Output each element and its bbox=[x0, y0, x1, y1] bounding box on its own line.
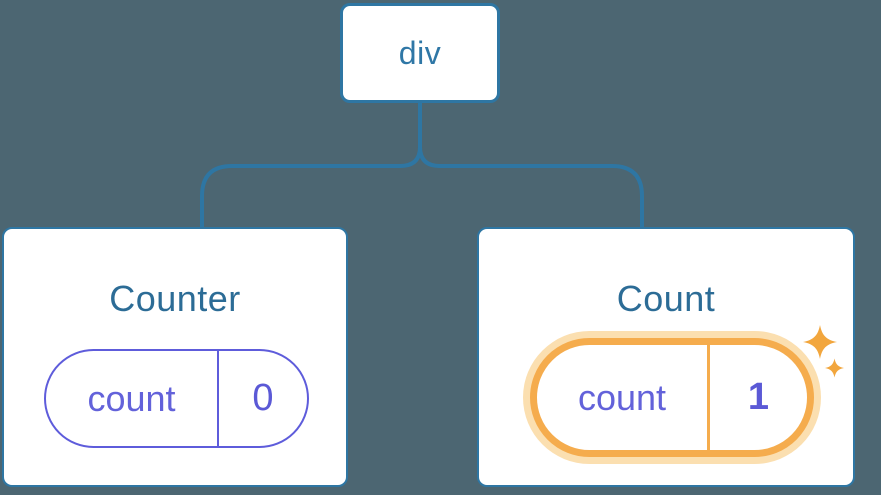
state-value: 1 bbox=[707, 345, 807, 450]
component-title-counter: Counter bbox=[109, 278, 241, 319]
root-node-div: div bbox=[340, 3, 500, 103]
connector-branch-right bbox=[418, 146, 644, 228]
state-pill-counter: count 0 bbox=[44, 349, 309, 448]
component-card-count: Count count 1 bbox=[477, 227, 855, 487]
sparkle-small bbox=[825, 358, 844, 378]
root-node-label: div bbox=[398, 34, 442, 71]
state-key-label: count bbox=[577, 376, 667, 418]
state-key-label: count bbox=[87, 377, 176, 419]
sparkle-icon bbox=[803, 325, 844, 378]
component-title-count: Count bbox=[616, 278, 716, 319]
component-card-counter: Counter count 0 bbox=[2, 227, 348, 487]
state-value: 0 bbox=[217, 351, 307, 446]
state-pill-count-highlighted: count 1 bbox=[530, 338, 814, 457]
sparkle-large bbox=[803, 325, 837, 359]
connector-branch-left bbox=[200, 146, 422, 228]
